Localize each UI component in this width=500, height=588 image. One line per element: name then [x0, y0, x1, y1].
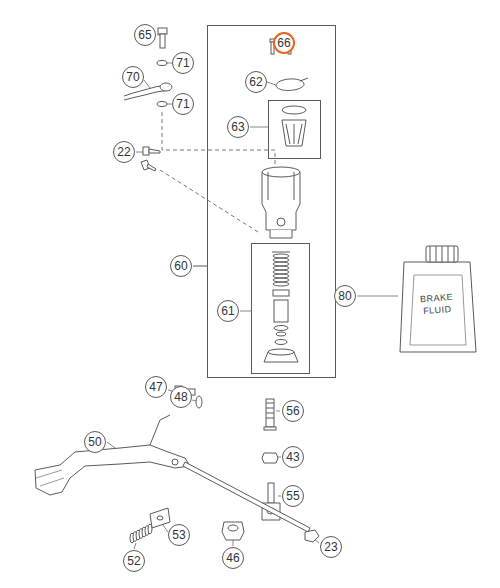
- callout-text: 55: [286, 490, 299, 502]
- assembly-line: [160, 112, 275, 232]
- callout-text: 52: [127, 555, 140, 567]
- callout-text: 61: [221, 305, 234, 317]
- plate: [150, 508, 170, 528]
- callout-number: 55: [282, 485, 304, 507]
- banjo-bolt: [158, 28, 167, 48]
- bottle-label: BRAKE FLUID: [414, 290, 460, 317]
- callout-text: 62: [249, 76, 262, 88]
- callout-text: 80: [338, 290, 351, 302]
- callout-number: 50: [84, 431, 106, 453]
- hole: [157, 516, 163, 520]
- callout-number: 48: [170, 386, 192, 408]
- brake-fluid-bottle: [400, 246, 476, 352]
- master-cylinder: [262, 167, 300, 238]
- banjo-fitting: [160, 83, 172, 91]
- washer: [157, 102, 167, 107]
- callout-number: 71: [172, 52, 194, 74]
- callout-number: 43: [282, 446, 304, 468]
- callout-number: 61: [217, 300, 239, 322]
- callout-number: 70: [122, 66, 144, 88]
- group-frame: [269, 101, 321, 159]
- callout-number: 65: [134, 24, 156, 46]
- leader-line: [193, 266, 207, 267]
- callout-text: 71: [176, 98, 189, 110]
- spring: [273, 254, 289, 286]
- callout-text: 23: [324, 541, 337, 553]
- return-spring: [130, 524, 152, 543]
- piston-rod: [264, 399, 276, 430]
- callout-number: 66: [273, 32, 295, 54]
- callout-number: 46: [222, 547, 244, 569]
- leader-line: [107, 35, 398, 549]
- callout-number: 56: [282, 400, 304, 422]
- callout-number: 52: [123, 550, 145, 572]
- brake-pedal: [35, 415, 190, 495]
- nut: [305, 530, 319, 542]
- callout-text: 63: [231, 121, 244, 133]
- callout-number: 63: [227, 116, 249, 138]
- callout-text: 53: [172, 529, 185, 541]
- bushing: [222, 522, 244, 540]
- callout-text: 47: [149, 381, 162, 393]
- callout-number: 71: [172, 93, 194, 115]
- callout-number: 80: [334, 285, 356, 307]
- callout-text: 60: [174, 260, 187, 272]
- callout-number: 22: [113, 141, 135, 163]
- callout-text: 70: [126, 71, 139, 83]
- callout-text: 65: [138, 29, 151, 41]
- callout-text: 43: [286, 451, 299, 463]
- washer: [157, 61, 167, 66]
- callout-number: 62: [245, 71, 267, 93]
- callout-text: 71: [176, 57, 189, 69]
- callout-number: 23: [320, 536, 342, 558]
- screw: [141, 147, 160, 171]
- piston-kit: [264, 252, 298, 362]
- callout-text: 22: [117, 146, 130, 158]
- nut: [262, 453, 278, 463]
- callout-number: 47: [145, 376, 167, 398]
- callout-text: 50: [88, 436, 101, 448]
- reservoir-cap: [276, 78, 308, 90]
- group-frame: [252, 244, 310, 374]
- pin: [183, 462, 310, 532]
- callout-text: 46: [226, 552, 239, 564]
- callout-number: 60: [170, 255, 192, 277]
- diaphragm: [282, 106, 306, 146]
- callout-text: 66: [277, 37, 290, 49]
- group-frame: [208, 26, 336, 378]
- callout-text: 56: [286, 405, 299, 417]
- callout-text: 48: [174, 391, 187, 403]
- callout-number: 53: [168, 524, 190, 546]
